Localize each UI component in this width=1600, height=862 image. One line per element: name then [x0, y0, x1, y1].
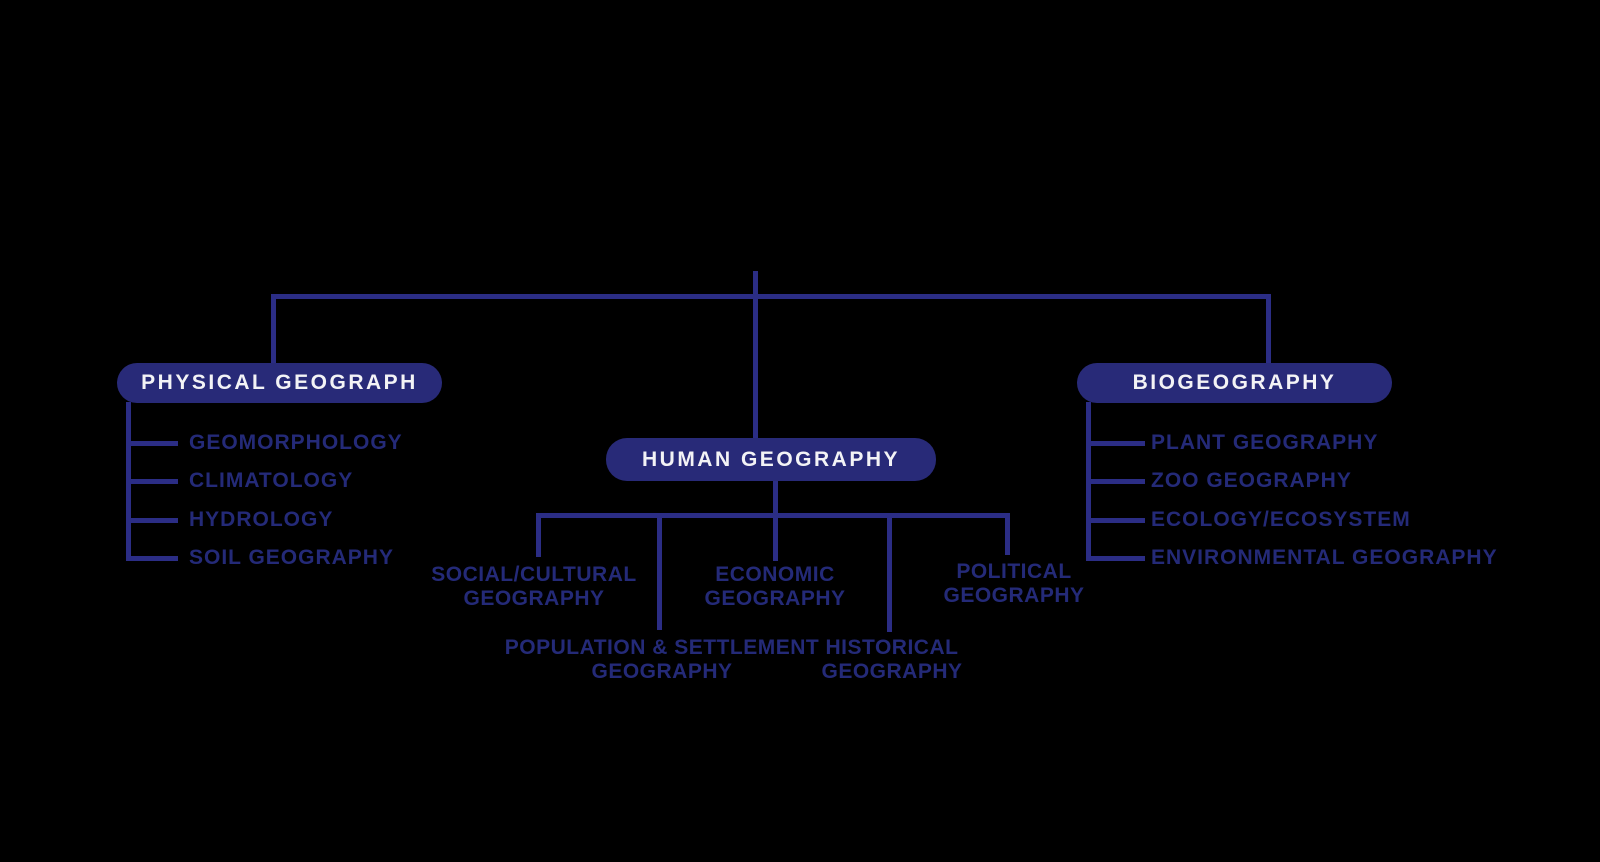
item-population-settlement-geography: POPULATION & SETTLEMENT GEOGRAPHY	[504, 636, 820, 683]
connector-tick-soil-geography	[126, 556, 178, 561]
connector-historical-drop	[887, 513, 892, 632]
connector-human-vertical	[753, 294, 758, 440]
connector-tick-ecology-ecosystem	[1086, 518, 1145, 523]
item-hydrology: HYDROLOGY	[189, 508, 334, 531]
item-political-geography: POLITICAL GEOGRAPHY	[943, 560, 1085, 607]
connector-tick-environmental-geography	[1086, 556, 1145, 561]
connector-population-drop	[657, 513, 662, 630]
item-social-cultural-geography: SOCIAL/CULTURAL GEOGRAPHY	[431, 563, 637, 610]
item-zoo-geography: ZOO GEOGRAPHY	[1151, 469, 1352, 492]
branch-label-biogeography: BIOGEOGRAPHY	[1132, 371, 1337, 394]
connector-tick-geomorphology	[126, 441, 178, 446]
connector-root-stub	[753, 271, 758, 297]
connector-main-horizontal	[271, 294, 1271, 299]
branch-label-physical-geography: PHYSICAL GEOGRAPH	[141, 371, 418, 394]
connector-tick-climatology	[126, 479, 178, 484]
branch-box-physical-geography: PHYSICAL GEOGRAPH	[117, 363, 442, 403]
branch-label-human-geography: HUMAN GEOGRAPHY	[641, 447, 900, 471]
item-ecology-ecosystem: ECOLOGY/ECOSYSTEM	[1151, 508, 1411, 531]
connector-social-drop	[536, 513, 541, 557]
connector-human-sub-horizontal	[536, 513, 1010, 518]
item-environmental-geography: ENVIRONMENTAL GEOGRAPHY	[1151, 546, 1498, 569]
item-historical-geography: HISTORICAL GEOGRAPHY	[821, 636, 963, 683]
item-climatology: CLIMATOLOGY	[189, 469, 354, 492]
connector-political-drop	[1005, 513, 1010, 555]
branch-box-biogeography: BIOGEOGRAPHY	[1077, 363, 1392, 403]
item-geomorphology: GEOMORPHOLOGY	[189, 431, 403, 454]
connector-tick-plant-geography	[1086, 441, 1145, 446]
item-soil-geography: SOIL GEOGRAPHY	[189, 546, 394, 569]
item-economic-geography: ECONOMIC GEOGRAPHY	[704, 563, 846, 610]
connector-economic-drop	[773, 481, 778, 561]
branch-box-human-geography: HUMAN GEOGRAPHY	[606, 438, 936, 481]
connector-physical-vertical	[271, 294, 276, 365]
connector-tick-zoo-geography	[1086, 479, 1145, 484]
connector-tick-hydrology	[126, 518, 178, 523]
item-plant-geography: PLANT GEOGRAPHY	[1151, 431, 1379, 454]
connector-biogeography-vertical	[1266, 294, 1271, 365]
